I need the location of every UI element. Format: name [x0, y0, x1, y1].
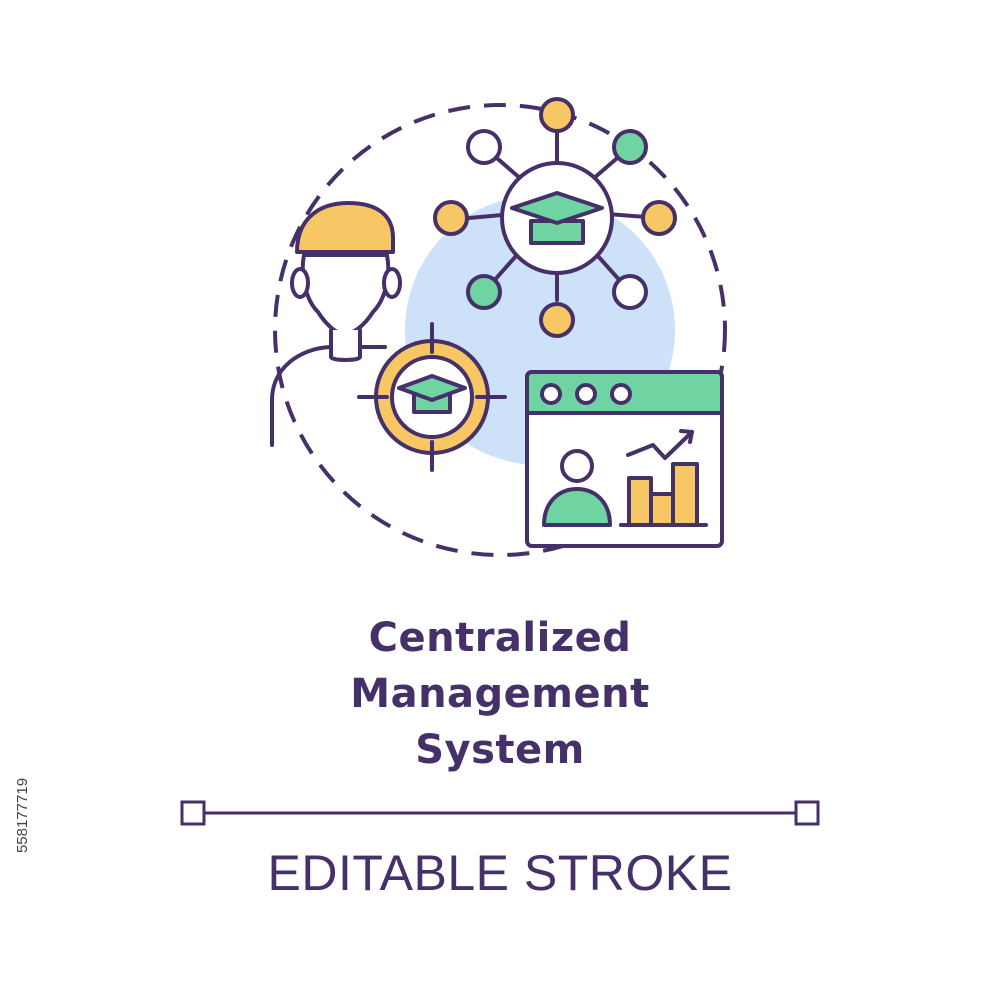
- node-bottom-right: [612, 274, 648, 310]
- node-bottom: [539, 302, 575, 338]
- node-bottom-left: [466, 274, 502, 310]
- stroke-demo-rule: [180, 800, 820, 826]
- title-line-2: Management: [350, 671, 650, 717]
- dashed-orbit: [273, 103, 727, 557]
- title-line-1: Centralized: [368, 615, 632, 661]
- graduation-cap-icon: [510, 191, 604, 245]
- node-top-left: [466, 129, 502, 165]
- title-line-3: System: [415, 727, 585, 773]
- node-left: [433, 200, 469, 236]
- target-cap-icon: [397, 374, 467, 414]
- centralized-management-icon: [270, 97, 727, 557]
- stock-id-text: 558177719: [14, 777, 32, 853]
- rule-right-handle: [794, 800, 820, 826]
- node-top-right: [612, 129, 648, 165]
- network-hub-icon: [433, 97, 677, 338]
- node-top: [539, 97, 575, 133]
- rule-left-handle: [180, 800, 206, 826]
- dashboard-window-icon: [525, 370, 724, 548]
- stock-id-label: 558177719: [4, 760, 42, 870]
- person-icon: [270, 201, 402, 447]
- editable-stroke-caption: EDITABLE STROKE: [267, 845, 733, 901]
- node-right: [641, 200, 677, 236]
